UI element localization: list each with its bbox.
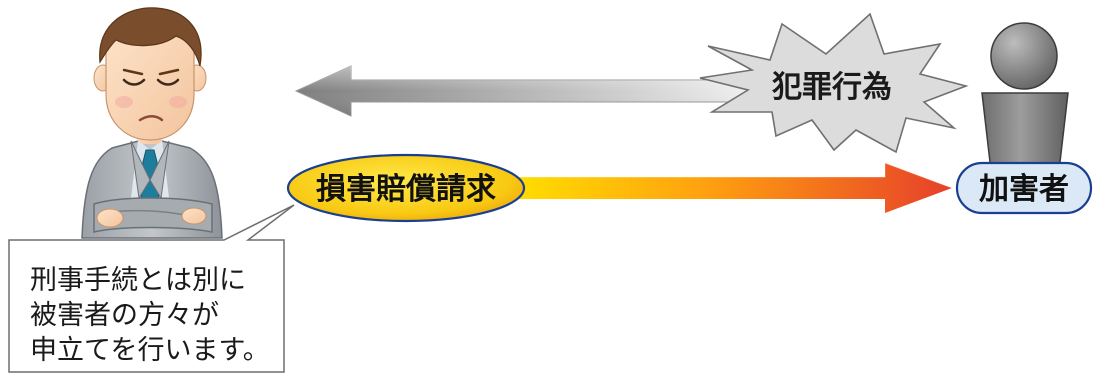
note-line: 被害者の方々が	[30, 300, 219, 331]
burst-shape	[699, 12, 969, 154]
note-callout-shape	[8, 204, 295, 373]
perpetrator-badge: 加害者	[955, 161, 1093, 215]
crime-label: 犯罪行為	[771, 70, 892, 105]
victim-figure	[81, 7, 223, 239]
claim-label: 損害賠償請求	[316, 172, 496, 207]
note-text: 刑事手続とは別に 被害者の方々が 申立てを行います。	[30, 263, 280, 368]
victim-arms	[93, 197, 213, 233]
claim-arrow	[508, 162, 953, 213]
perpetrator-figure	[981, 22, 1069, 179]
note-line: 申立てを行います。	[30, 335, 270, 366]
perpetrator-head	[990, 22, 1058, 90]
claim-ellipse	[286, 153, 526, 223]
perpetrator-pill	[955, 161, 1093, 215]
note-callout: 刑事手続とは別に 被害者の方々が 申立てを行います。	[8, 233, 284, 373]
note-line: 刑事手続とは別に	[30, 265, 246, 296]
perpetrator-label: 加害者	[979, 172, 1069, 207]
victim-hair	[99, 7, 202, 67]
crime-burst: 犯罪行為	[699, 12, 969, 154]
crime-arrow	[294, 65, 761, 117]
claim-badge: 損害賠償請求	[286, 153, 526, 223]
